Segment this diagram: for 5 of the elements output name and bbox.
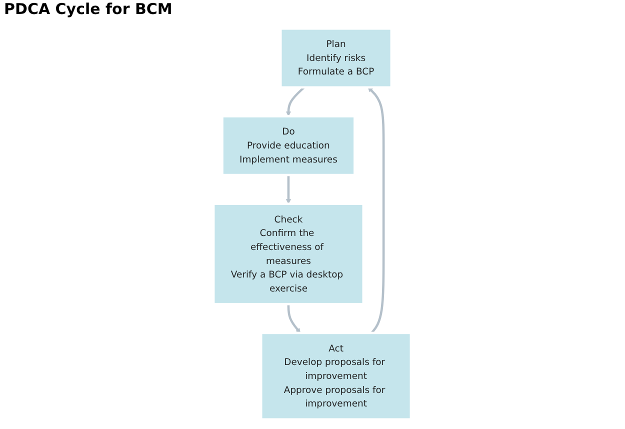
process-box: Check Confirm the effectiveness of measures Verify a BCP via desktop exercise — [212, 202, 365, 306]
process-box: Do Provide education Implement measures — [221, 115, 356, 176]
diagram-title: PDCA Cycle for BCM — [4, 0, 172, 18]
process-box: Plan Identify risks Formulate a BCP — [280, 27, 393, 89]
process-box: Act Develop proposals for improvement Approve proposals for improvement — [260, 332, 412, 421]
